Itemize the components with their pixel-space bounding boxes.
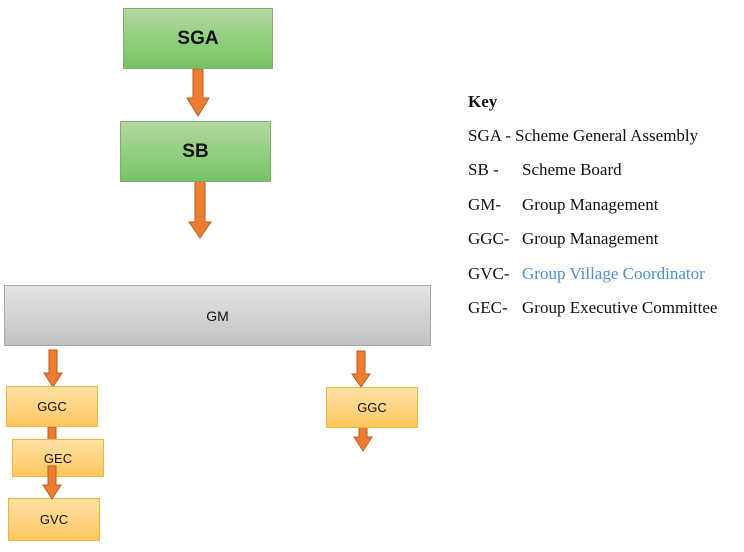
node-ggc-right: GGC xyxy=(326,387,418,428)
legend-abbr: GEC- xyxy=(468,297,508,317)
legend-text: Group Management xyxy=(522,229,659,249)
legend-abbr: GGC- xyxy=(468,229,510,249)
legend-row-ggc: GGC- Group Management xyxy=(468,227,717,261)
legend-text: Group Village Coordinator xyxy=(522,263,705,283)
legend-row-gec: GEC- Group Executive Committee xyxy=(468,296,717,330)
arrow-sb-to-gm xyxy=(188,179,212,239)
node-gm: GM xyxy=(4,285,431,346)
legend-abbr: SGA - xyxy=(468,126,511,145)
node-sb: SB xyxy=(120,121,271,182)
legend-text: Scheme General Assembly xyxy=(514,126,699,145)
legend: Key SGA -Scheme General Assembly SB - Sch… xyxy=(468,90,717,330)
legend-abbr: SB - xyxy=(468,160,499,180)
legend-abbr: GM- xyxy=(468,194,502,214)
arrow-gm-to-ggc-left xyxy=(43,349,63,388)
node-gec: GEC xyxy=(12,439,104,477)
node-ggc-left: GGC xyxy=(6,386,98,427)
arrow-gm-to-ggc-right xyxy=(351,350,371,388)
legend-row-sga: SGA -Scheme General Assembly xyxy=(468,124,717,158)
legend-abbr: GVC- xyxy=(468,263,510,283)
node-gvc: GVC xyxy=(8,498,100,541)
legend-row-gvc: GVC- Group Village Coordinator xyxy=(468,262,717,296)
legend-title: Key xyxy=(468,92,498,111)
legend-text: Group Executive Committee xyxy=(522,297,718,317)
legend-text: Scheme Board xyxy=(522,160,622,180)
arrow-sga-to-sb xyxy=(186,68,210,117)
legend-row-sb: SB - Scheme Board xyxy=(468,158,717,192)
legend-row-gm: GM- Group Management xyxy=(468,193,717,227)
node-sga: SGA xyxy=(123,8,273,69)
legend-text: Group Management xyxy=(522,194,659,214)
